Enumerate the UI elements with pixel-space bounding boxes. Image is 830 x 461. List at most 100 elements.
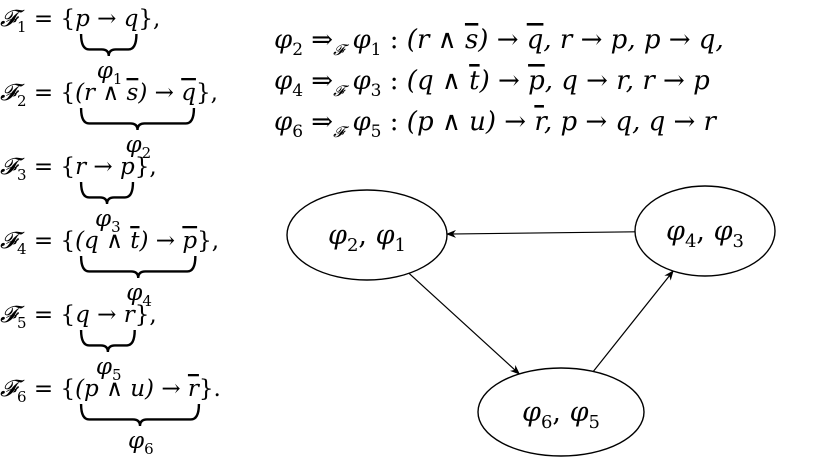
phi-symbol: φ (96, 354, 113, 380)
left-brace: { (60, 228, 75, 254)
definition-row: 𝓕2 = {(r ∧ s) → q},φ2 (0, 80, 218, 162)
implies-arrow: ⇒ (303, 25, 333, 55)
dependency-graph: φ2, φ1 φ4, φ3 φ6, φ5 (286, 185, 776, 457)
rule-part: (p ∧ u) → (75, 376, 188, 402)
negated-atom: t (130, 228, 140, 254)
phi-symbol: φ (344, 107, 371, 137)
definition-text: 𝓕4 = {(q ∧ t) → p}, (0, 228, 219, 258)
rule-body: r → p (75, 154, 135, 180)
left-brace: { (60, 302, 75, 328)
definition-row: 𝓕5 = {q → r},φ5 (0, 302, 157, 384)
rule-part: , r → p, p → q, (543, 25, 723, 55)
phi-symbol: φ (274, 66, 293, 96)
rule-part: (q ∧ (75, 228, 130, 254)
negated-atom: s (465, 25, 478, 55)
brace-label: φ3 (95, 206, 121, 236)
family-index: 5 (17, 314, 27, 332)
node-ellipse (477, 367, 645, 457)
graph-node: φ4, φ3 (634, 185, 776, 277)
definition-text: 𝓕6 = {(p ∧ u) → r}. (0, 376, 221, 406)
implication-line: φ2 ⇒𝓕 φ1 : (r ∧ s) → q, r → p, p → q, (274, 25, 724, 60)
right-brace: }, (135, 302, 157, 328)
phi-index: 4 (292, 81, 303, 101)
definition-row: 𝓕3 = {r → p},φ3 (0, 154, 157, 236)
family-index: 1 (17, 18, 27, 36)
rule-part: (r ∧ (75, 80, 126, 106)
equals-sign: = (27, 228, 61, 254)
comma: , (552, 397, 569, 428)
phi-index: 6 (144, 440, 154, 458)
phi-symbol: φ (126, 280, 143, 306)
rule-part: ) → (479, 66, 528, 96)
phi-index: 6 (292, 122, 303, 142)
phi-index: 1 (113, 70, 123, 88)
brace-label: φ5 (96, 354, 122, 384)
phi-index: 3 (111, 218, 121, 236)
right-brace: }, (138, 6, 160, 32)
family-index: 6 (17, 388, 27, 406)
family-index: 4 (17, 240, 27, 258)
definition-row: 𝓕4 = {(q ∧ t) → p},φ4 (0, 228, 219, 310)
left-brace: { (60, 6, 75, 32)
phi-symbol: φ (666, 216, 685, 247)
node-label: φ6, φ5 (522, 397, 600, 433)
implication-list: φ2 ⇒𝓕 φ1 : (r ∧ s) → q, r → p, p → q,φ4 … (274, 25, 724, 142)
phi-symbol: φ (274, 25, 293, 55)
left-brace: { (60, 376, 75, 402)
rule-part: (q ∧ (407, 66, 469, 96)
brace-label: φ4 (126, 280, 152, 310)
brace-label: φ6 (128, 428, 154, 458)
right-brace: }, (135, 154, 157, 180)
comma: , (358, 220, 375, 251)
phi-index: 2 (347, 235, 358, 256)
left-brace: { (60, 154, 75, 180)
phi-symbol: φ (522, 397, 541, 428)
right-brace: }, (197, 228, 219, 254)
graph-node: φ6, φ5 (477, 367, 645, 457)
node-label: φ4, φ3 (666, 216, 744, 252)
underbrace (79, 107, 196, 131)
phi-symbol: φ (126, 132, 143, 158)
family-index: 3 (17, 166, 27, 184)
definition-text: 𝓕2 = {(r ∧ s) → q}, (0, 80, 218, 110)
phi-index: 6 (541, 412, 552, 433)
phi-index: 3 (371, 81, 382, 101)
brace-label: φ1 (97, 58, 123, 88)
negated-atom: q (181, 80, 196, 106)
definition-text: 𝓕1 = {p → q}, (0, 6, 160, 36)
phi-index: 2 (142, 144, 152, 162)
negated-atom: p (182, 228, 197, 254)
rule-part: , p → q, q → r (544, 107, 718, 137)
rule-part: ) → (477, 25, 526, 55)
definition-text: 𝓕5 = {q → r}, (0, 302, 157, 332)
phi-symbol: φ (714, 216, 733, 247)
underbrace (79, 329, 136, 353)
negated-atom: r (188, 376, 201, 402)
colon: : (382, 25, 407, 55)
equals-sign: = (27, 6, 61, 32)
phi-index: 4 (685, 231, 696, 252)
graph-node: φ2, φ1 (286, 189, 448, 281)
comma: , (696, 216, 713, 247)
equals-sign: = (27, 376, 61, 402)
phi-symbol: φ (95, 206, 112, 232)
definition-row: 𝓕1 = {p → q},φ1 (0, 6, 160, 88)
graph-edge-arrow (592, 270, 674, 372)
negated-atom: s (127, 80, 139, 106)
phi-symbol: φ (97, 58, 114, 84)
equals-sign: = (27, 154, 61, 180)
phi-index: 5 (371, 122, 382, 142)
underbrace (79, 403, 201, 427)
phi-symbol: φ (344, 66, 371, 96)
family-index: 2 (17, 92, 27, 110)
right-brace: }. (199, 376, 221, 402)
phi-symbol: φ (344, 25, 371, 55)
negated-atom: t (469, 66, 480, 96)
implication-line: φ6 ⇒𝓕 φ5 : (p ∧ u) → r, p → q, q → r (274, 107, 718, 142)
rule-part: , q → r, r → p (545, 66, 710, 96)
rule-part: ) → (137, 80, 181, 106)
rule-part: (r ∧ (407, 25, 465, 55)
right-brace: }, (196, 80, 218, 106)
phi-symbol: φ (328, 220, 347, 251)
negated-atom: q (527, 25, 544, 55)
